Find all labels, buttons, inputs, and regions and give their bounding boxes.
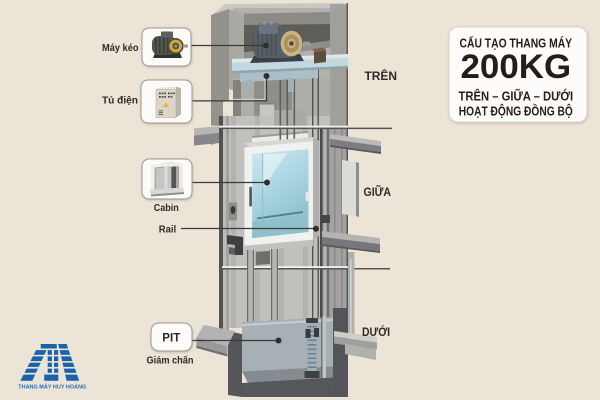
svg-text:Giảm chấn: Giảm chấn bbox=[147, 355, 194, 367]
svg-text:PIT: PIT bbox=[162, 333, 180, 345]
svg-text:Máy kéo: Máy kéo bbox=[102, 42, 139, 54]
svg-text:TRÊN: TRÊN bbox=[365, 70, 398, 83]
svg-text:Tủ điện: Tủ điện bbox=[102, 95, 138, 107]
svg-text:CẤU TẠO THANG MÁY: CẤU TẠO THANG MÁY bbox=[460, 36, 573, 51]
svg-text:THANG MÁY HUY HOÀNG: THANG MÁY HUY HOÀNG bbox=[18, 384, 86, 391]
svg-text:Rail: Rail bbox=[159, 224, 177, 236]
svg-text:200KG: 200KG bbox=[461, 48, 572, 86]
svg-text:TRÊN – GIỮA – DƯỚI: TRÊN – GIỮA – DƯỚI bbox=[459, 89, 574, 104]
svg-text:GIỮA: GIỮA bbox=[364, 186, 392, 199]
svg-text:Cabin: Cabin bbox=[154, 202, 179, 214]
svg-text:DƯỚI: DƯỚI bbox=[362, 326, 390, 339]
svg-text:HOẠT ĐỘNG ĐỒNG BỘ: HOẠT ĐỘNG ĐỒNG BỘ bbox=[459, 103, 573, 118]
